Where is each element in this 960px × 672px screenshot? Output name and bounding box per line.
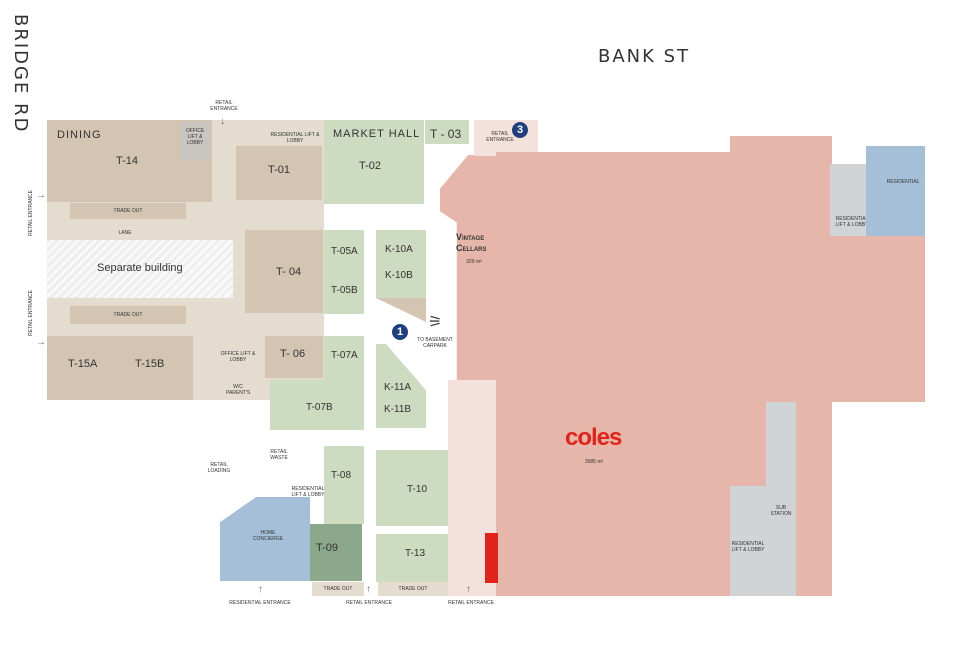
arrow-icon: → <box>36 190 46 201</box>
residential-lift-lobby-right-label: RESIDENTIAL LIFT & LOBBY <box>835 216 869 228</box>
retail-entrance-top-label: RETAIL ENTRANCE <box>210 100 238 112</box>
escalator-icon: ⚞ <box>428 314 443 331</box>
arrow-icon: ↑ <box>366 584 371 595</box>
arrow-icon: ↑ <box>466 584 471 595</box>
zone-t04[interactable] <box>245 230 323 313</box>
residential-lift-lobby-top-label: RESIDENTIAL LIFT & LOBBY <box>270 132 320 144</box>
zone-t03[interactable] <box>425 120 469 144</box>
zone-k10-corner <box>376 298 426 322</box>
wc-parents-label: W/C PARENT'S <box>226 384 251 396</box>
zone-t05[interactable] <box>324 230 364 314</box>
t08-label: T-08 <box>331 470 352 481</box>
retail-entrance-bottom-2-label: RETAIL ENTRANCE <box>448 600 494 606</box>
t15a-label: T-15A <box>68 358 98 370</box>
office-lift-lobby-top-label: OFFICE LIFT & LOBBY <box>185 128 205 146</box>
k11b-label: K-11B <box>384 404 412 415</box>
separate-building-label: Separate building <box>97 262 183 274</box>
residential-entrance-label: RESIDENTIAL ENTRANCE <box>229 600 291 606</box>
retail-entrance-bottom-1-label: RETAIL ENTRANCE <box>346 600 392 606</box>
zone-t01[interactable] <box>236 146 322 200</box>
retail-entrance-left-2-label: RETAIL ENTRANCE <box>28 290 34 336</box>
lane-label: LANE <box>118 230 132 236</box>
zone-t13[interactable] <box>376 534 448 582</box>
vintage-cellars-label-2: Cellars <box>456 243 487 253</box>
zone-t15[interactable] <box>47 336 193 400</box>
marker-3[interactable]: 3 <box>512 122 528 138</box>
arrow-icon: → <box>36 337 46 348</box>
coles-logo: coles <box>565 424 622 451</box>
zone-t08[interactable] <box>324 446 364 524</box>
zone-k10[interactable] <box>376 230 426 298</box>
t15b-label: T-15B <box>135 358 165 370</box>
bridge-rd-label: BRIDGE RD <box>10 14 31 134</box>
retail-entrance-top-right-label: RETAIL ENTRANCE <box>486 131 514 143</box>
zone-residential[interactable] <box>866 146 925 236</box>
office-lift-lobby-mid-label: OFFICE LIFT & LOBBY <box>220 351 256 363</box>
to-basement-carpark-label: TO BASEMENT CARPARK <box>417 337 453 349</box>
zone-t06[interactable] <box>265 336 323 378</box>
vintage-area-label: 329 m² <box>466 259 482 265</box>
zone-sub-station <box>766 402 796 596</box>
zone-residential-lobby-bottom <box>730 486 766 596</box>
arrow-icon: ↑ <box>258 584 263 595</box>
residential-label: RESIDENTIAL <box>886 179 920 185</box>
t05b-label: T-05B <box>331 285 358 296</box>
t02-label: T-02 <box>359 160 382 172</box>
k10a-label: K-10A <box>385 244 413 255</box>
home-concierge-label: HOME CONCIERGE <box>252 530 284 542</box>
trade-out-2-label: TRADE OUT <box>113 312 143 318</box>
zone-coles-south[interactable] <box>604 486 730 596</box>
trade-out-1-label: TRADE OUT <box>113 208 143 214</box>
t09-label: T-09 <box>316 542 339 554</box>
zone-t10[interactable] <box>376 450 448 526</box>
zone-t07b[interactable] <box>270 380 364 430</box>
retail-loading-label: RETAIL LOADING <box>207 462 231 474</box>
k10b-label: K-10B <box>385 270 413 281</box>
zone-office-lift-lobby-top <box>180 122 210 160</box>
zone-trade-out-4 <box>378 582 448 596</box>
t01-label: T-01 <box>268 164 291 176</box>
sub-station-label: SUB STATION <box>770 505 792 517</box>
residential-lift-lobby-bottom-label: RESIDENTIAL LIFT & LOBBY <box>731 541 765 553</box>
t10-label: T-10 <box>407 484 428 495</box>
t07b-label: T-07B <box>306 402 333 413</box>
k11a-label: K-11A <box>384 382 412 393</box>
t14-label: T-14 <box>116 155 139 167</box>
zone-trade-out-1 <box>70 203 186 219</box>
t13-label: T-13 <box>405 548 426 559</box>
t06-label: T- 06 <box>280 348 306 360</box>
zone-t07a[interactable] <box>324 336 364 380</box>
bank-st-label: BANK ST <box>598 46 691 67</box>
dining-label: DINING <box>57 129 102 141</box>
retail-entrance-left-1-label: RETAIL ENTRANCE <box>28 190 34 236</box>
t07a-label: T-07A <box>331 350 358 361</box>
market-hall-label: MARKET HALL <box>333 128 421 140</box>
t03-label: T - 03 <box>430 127 462 141</box>
zone-trade-out-3 <box>312 582 364 596</box>
zone-t09[interactable] <box>310 524 362 581</box>
t05a-label: T-05A <box>331 246 358 257</box>
retail-waste-label: RETAIL WASTE <box>270 449 288 461</box>
arrow-icon: ↓ <box>220 116 225 127</box>
coles-area-label: 3585 m² <box>584 459 604 465</box>
zone-t02[interactable] <box>324 120 424 204</box>
vintage-cellars-label-1: Vintage <box>456 232 485 242</box>
residential-lift-lobby-mid-label: RESIDENTIAL LIFT & LOBBY <box>291 486 325 498</box>
zone-trade-out-2 <box>70 306 186 324</box>
trade-out-4-label: TRADE OUT <box>398 586 428 592</box>
t04-label: T- 04 <box>276 266 302 278</box>
zone-red-kiosk[interactable] <box>485 533 498 583</box>
zone-separate-building <box>47 240 233 298</box>
zone-coles-far-east[interactable] <box>780 236 925 402</box>
marker-1[interactable]: 1 <box>392 324 408 340</box>
trade-out-3-label: TRADE OUT <box>323 586 353 592</box>
